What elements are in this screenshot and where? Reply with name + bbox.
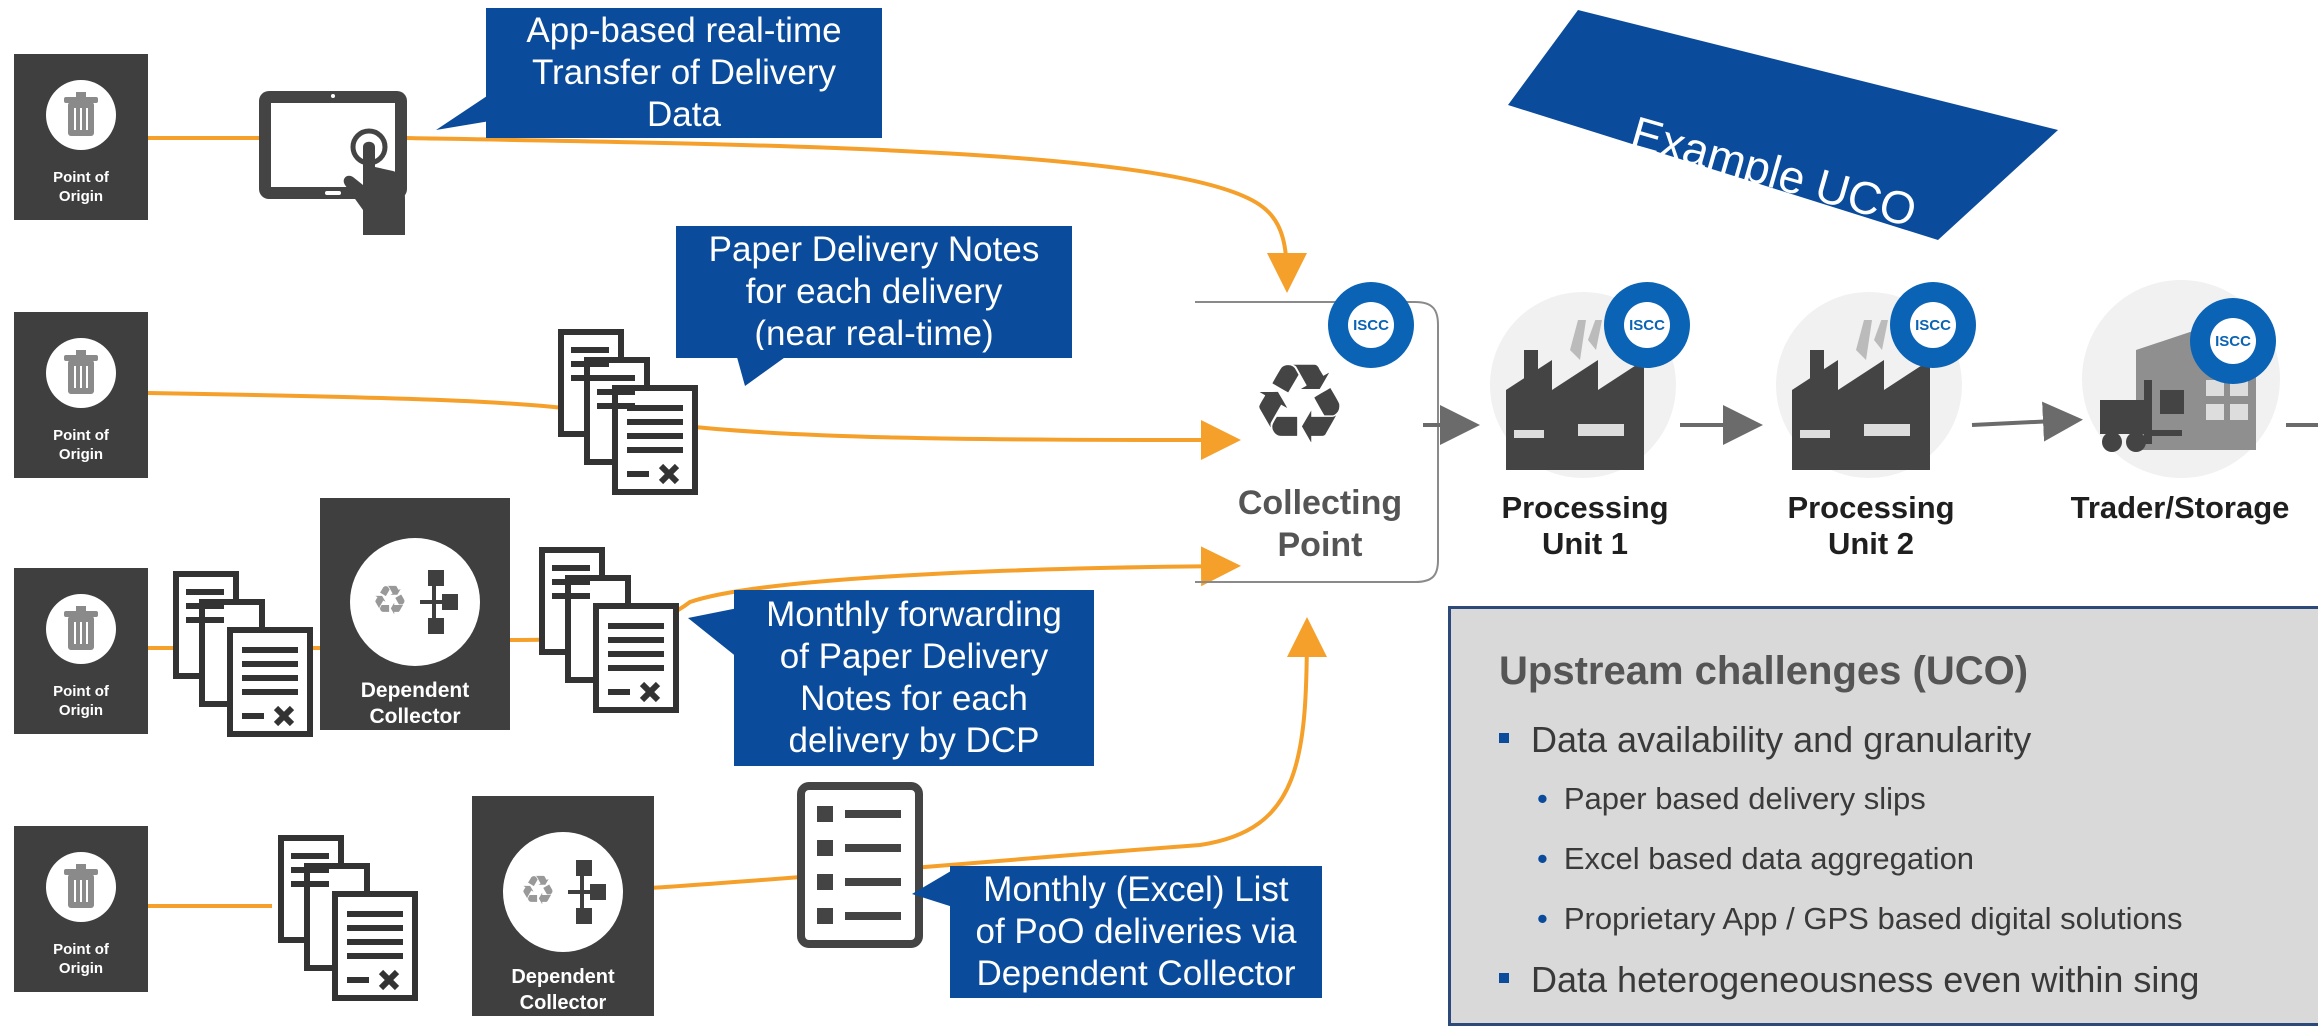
- paper-documents-icon: [278, 835, 418, 1001]
- callout-pointer: [436, 90, 496, 130]
- svg-text:♻: ♻: [1250, 342, 1348, 458]
- callout-app-line2: Transfer of Delivery: [531, 53, 837, 92]
- factory-icon: [1792, 320, 1930, 470]
- upstream-challenges-panel: Upstream challenges (UCO) Data availabil…: [1448, 606, 2318, 1026]
- callout-pointer: [735, 350, 795, 386]
- iscc-text: ISCC: [1348, 302, 1394, 348]
- callout-mf-line4: delivery by DCP: [788, 721, 1040, 760]
- recycle-icon: ♻: [1250, 342, 1348, 458]
- poo-label-line1: Point of: [53, 683, 109, 700]
- tablet-tap-icon: [259, 91, 407, 235]
- dot-bullet-icon: •: [1537, 841, 1548, 876]
- challenge-sub-1-text: Paper based delivery slips: [1563, 781, 1926, 816]
- poo-label-line2: Origin: [58, 446, 104, 463]
- poo-label-line2: Origin: [58, 188, 104, 205]
- trash-bin-icon: [46, 338, 116, 408]
- point-of-origin-1: Point of Origin: [14, 54, 148, 220]
- cp-line2: Point: [1277, 526, 1363, 564]
- dot-bullet-icon: •: [1537, 781, 1548, 816]
- callout-mf-line2: of Paper Delivery: [779, 637, 1049, 676]
- challenge-bullet-1: Data availability and granularity: [1499, 719, 2031, 761]
- dc-label-line2: Collector: [519, 992, 607, 1014]
- square-bullet-icon: [1499, 973, 1509, 984]
- callout-me-line3: Dependent Collector: [976, 954, 1296, 993]
- challenge-sub-2-text: Excel based data aggregation: [1563, 841, 1975, 876]
- poo-label-line2: Origin: [58, 960, 104, 977]
- example-banner: [1508, 10, 2058, 240]
- point-of-origin-4: Point of Origin: [14, 826, 148, 992]
- svg-text:♻: ♻: [520, 868, 556, 914]
- point-of-origin-3: Point of Origin: [14, 568, 148, 734]
- factory-icon: [1506, 320, 1644, 470]
- paper-documents-icon: [173, 571, 313, 737]
- paper-documents-icon: [539, 547, 679, 713]
- iscc-text: ISCC: [2210, 318, 2256, 364]
- dc-label-line2: Collector: [369, 705, 461, 728]
- callout-pointer: [912, 868, 956, 908]
- callout-paper-line1: Paper Delivery Notes: [708, 230, 1040, 269]
- callout-pointer: [688, 608, 738, 658]
- challenge-sub-2: • Excel based data aggregation: [1537, 841, 1974, 877]
- trash-bin-icon: [46, 852, 116, 922]
- callout-app-line3: Data: [647, 95, 721, 134]
- poo-label-line2: Origin: [58, 702, 104, 719]
- challenge-sub-1: • Paper based delivery slips: [1537, 781, 1926, 817]
- trash-bin-icon: [46, 80, 116, 150]
- dc-label-line1: Dependent: [360, 679, 470, 702]
- pu2-line1: Processing: [1787, 490, 1955, 525]
- iscc-certification-badge: ISCC: [1328, 282, 1414, 368]
- paper-documents-icon: [558, 329, 698, 495]
- trash-bin-icon: [46, 594, 116, 664]
- checklist-icon: [797, 782, 923, 948]
- square-bullet-icon: [1499, 733, 1509, 744]
- poo-label-line1: Point of: [53, 169, 109, 186]
- challenge-sub-3-text: Proprietary App / GPS based digital solu…: [1563, 901, 2183, 936]
- poo-label-line1: Point of: [53, 427, 109, 444]
- challenge-bullet-2-text: Data heterogeneousness even within sing: [1531, 959, 2200, 1000]
- challenge-bullet-2: Data heterogeneousness even within sing: [1499, 959, 2199, 1001]
- challenge-bullet-1-text: Data availability and granularity: [1531, 719, 2032, 760]
- point-of-origin-2: Point of Origin: [14, 312, 148, 478]
- trader-storage-label: Trader/Storage: [2070, 490, 2290, 525]
- network-recycle-icon: ♻: [503, 832, 623, 952]
- iscc-certification-badge: ISCC: [2190, 298, 2276, 384]
- cp-line1: Collecting: [1237, 484, 1403, 522]
- pu2-line2: Unit 2: [1827, 526, 1915, 561]
- challenges-title: Upstream challenges (UCO): [1499, 649, 2029, 693]
- poo-label-line1: Point of: [53, 941, 109, 958]
- iscc-certification-badge: ISCC: [1890, 282, 1976, 368]
- iscc-text: ISCC: [1624, 302, 1670, 348]
- iscc-text: ISCC: [1910, 302, 1956, 348]
- flow-line-row4: [148, 625, 1307, 908]
- callout-me-line1: Monthly (Excel) List: [983, 870, 1289, 909]
- pu1-line1: Processing: [1501, 490, 1669, 525]
- callout-me-line2: of PoO deliveries via: [975, 912, 1297, 951]
- callout-app-line1: App-based real-time: [526, 11, 842, 50]
- collecting-point-bracket: [1195, 301, 1439, 583]
- callout-paper-line2: for each delivery: [745, 272, 1003, 311]
- pu1-line2: Unit 1: [1541, 526, 1629, 561]
- network-recycle-icon: ♻: [350, 538, 480, 666]
- callout-paper-line3: (near real-time): [754, 314, 994, 353]
- svg-text:♻: ♻: [372, 578, 408, 624]
- callout-mf-line3: Notes for each: [800, 679, 1028, 718]
- iscc-certification-badge: ISCC: [1604, 282, 1690, 368]
- arrow-pu2-trader: [1971, 401, 2083, 442]
- flow-line-row1: [148, 136, 1287, 285]
- dc-label-line1: Dependent: [511, 966, 615, 988]
- challenge-sub-3: • Proprietary App / GPS based digital sol…: [1537, 901, 2182, 937]
- callout-mf-line1: Monthly forwarding: [766, 595, 1062, 634]
- dot-bullet-icon: •: [1537, 901, 1548, 936]
